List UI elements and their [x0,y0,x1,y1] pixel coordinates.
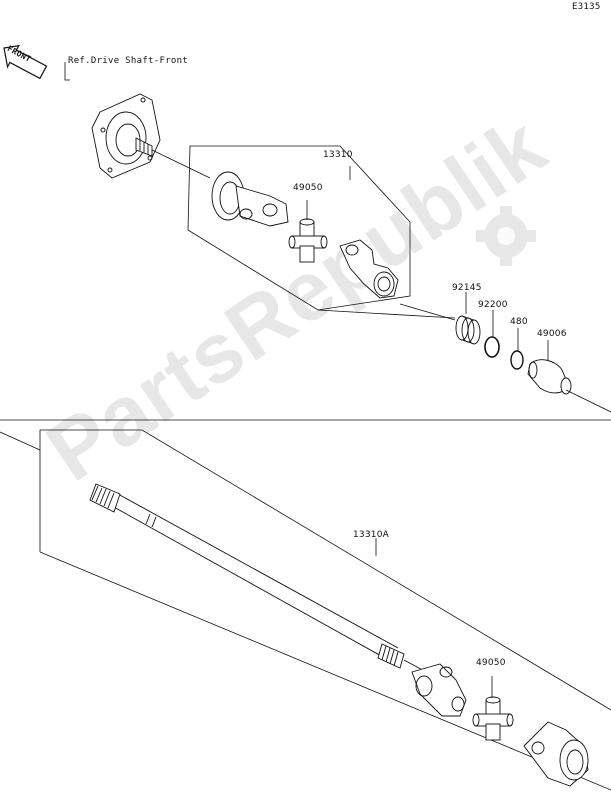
shaft-yoke [411,663,467,717]
part-label-480: 480 [510,317,528,327]
boot-49006 [527,359,572,395]
part-label-92145: 92145 [452,283,482,293]
reference-note: Ref.Drive Shaft-Front [68,56,189,66]
o-ring-92200 [484,336,500,358]
flange-yoke [211,171,289,227]
page-code: E3135 [572,2,601,12]
part-label-49050-bottom: 49050 [476,658,506,668]
universal-joint-cross-1 [288,218,328,263]
drive-shaft [89,483,405,669]
universal-joint-cross-2 [472,696,514,741]
ring-480 [510,350,524,370]
front-arrow-icon [3,44,48,80]
slip-yoke [339,239,399,299]
part-label-49006: 49006 [537,329,567,339]
assembly-label-13310: 13310 [323,150,353,160]
part-label-92200: 92200 [478,300,508,310]
end-flange-yoke [523,721,589,787]
assembly-box-13310 [187,145,411,311]
assembly-label-13310A: 13310A [353,530,389,540]
part-label-49050-top: 49050 [293,183,323,193]
spring-92145 [455,315,481,345]
gearbox-housing [91,93,161,179]
assembly-box-13310A-top [40,429,611,711]
